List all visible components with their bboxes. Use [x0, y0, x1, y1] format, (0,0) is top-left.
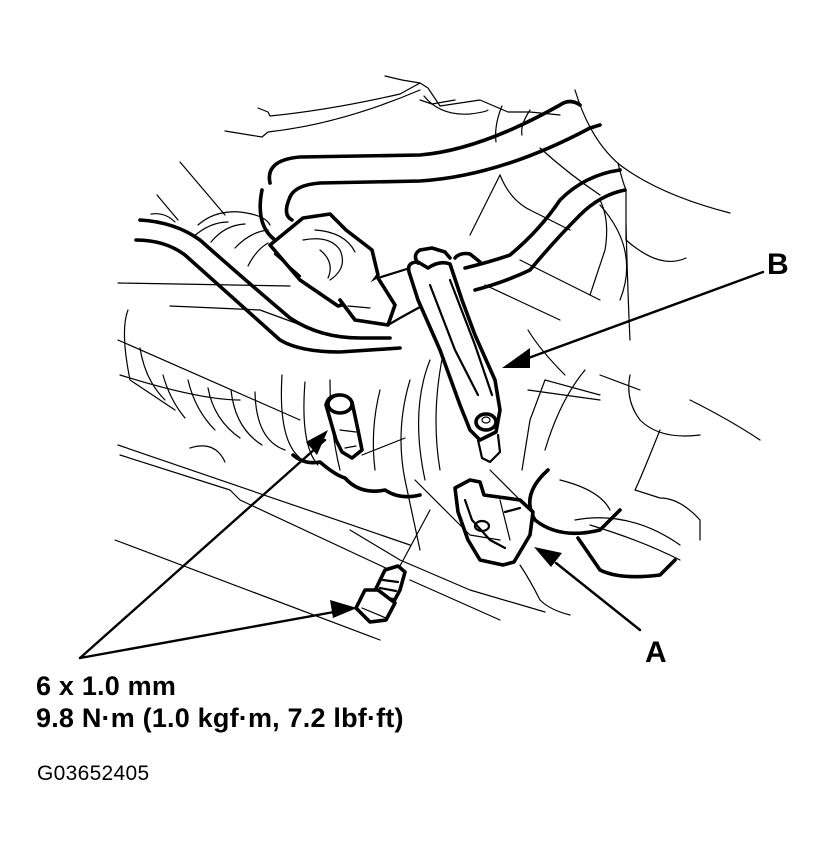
leader-lines: [78, 270, 765, 660]
bracket-b: [406, 246, 502, 464]
background-contours: [117, 75, 731, 341]
loose-bolt: [354, 509, 431, 624]
callout-label-b: B: [767, 248, 789, 281]
left-pipes: [134, 218, 402, 354]
installed-bolt: [324, 393, 406, 460]
right-hose: [463, 168, 627, 292]
torque-spec: 9.8 N·m (1.0 kgf·m, 7.2 lbf·ft): [36, 703, 404, 733]
bracket-a: [453, 478, 535, 567]
steering-boot: [117, 211, 446, 499]
hose-connector: [268, 212, 457, 327]
gearbox-housing: [489, 329, 761, 579]
bolt-size-spec: 6 x 1.0 mm: [36, 671, 177, 701]
figure-id: G03652405: [37, 762, 150, 785]
upper-hose: [258, 99, 602, 242]
callout-label-a: A: [645, 636, 667, 669]
